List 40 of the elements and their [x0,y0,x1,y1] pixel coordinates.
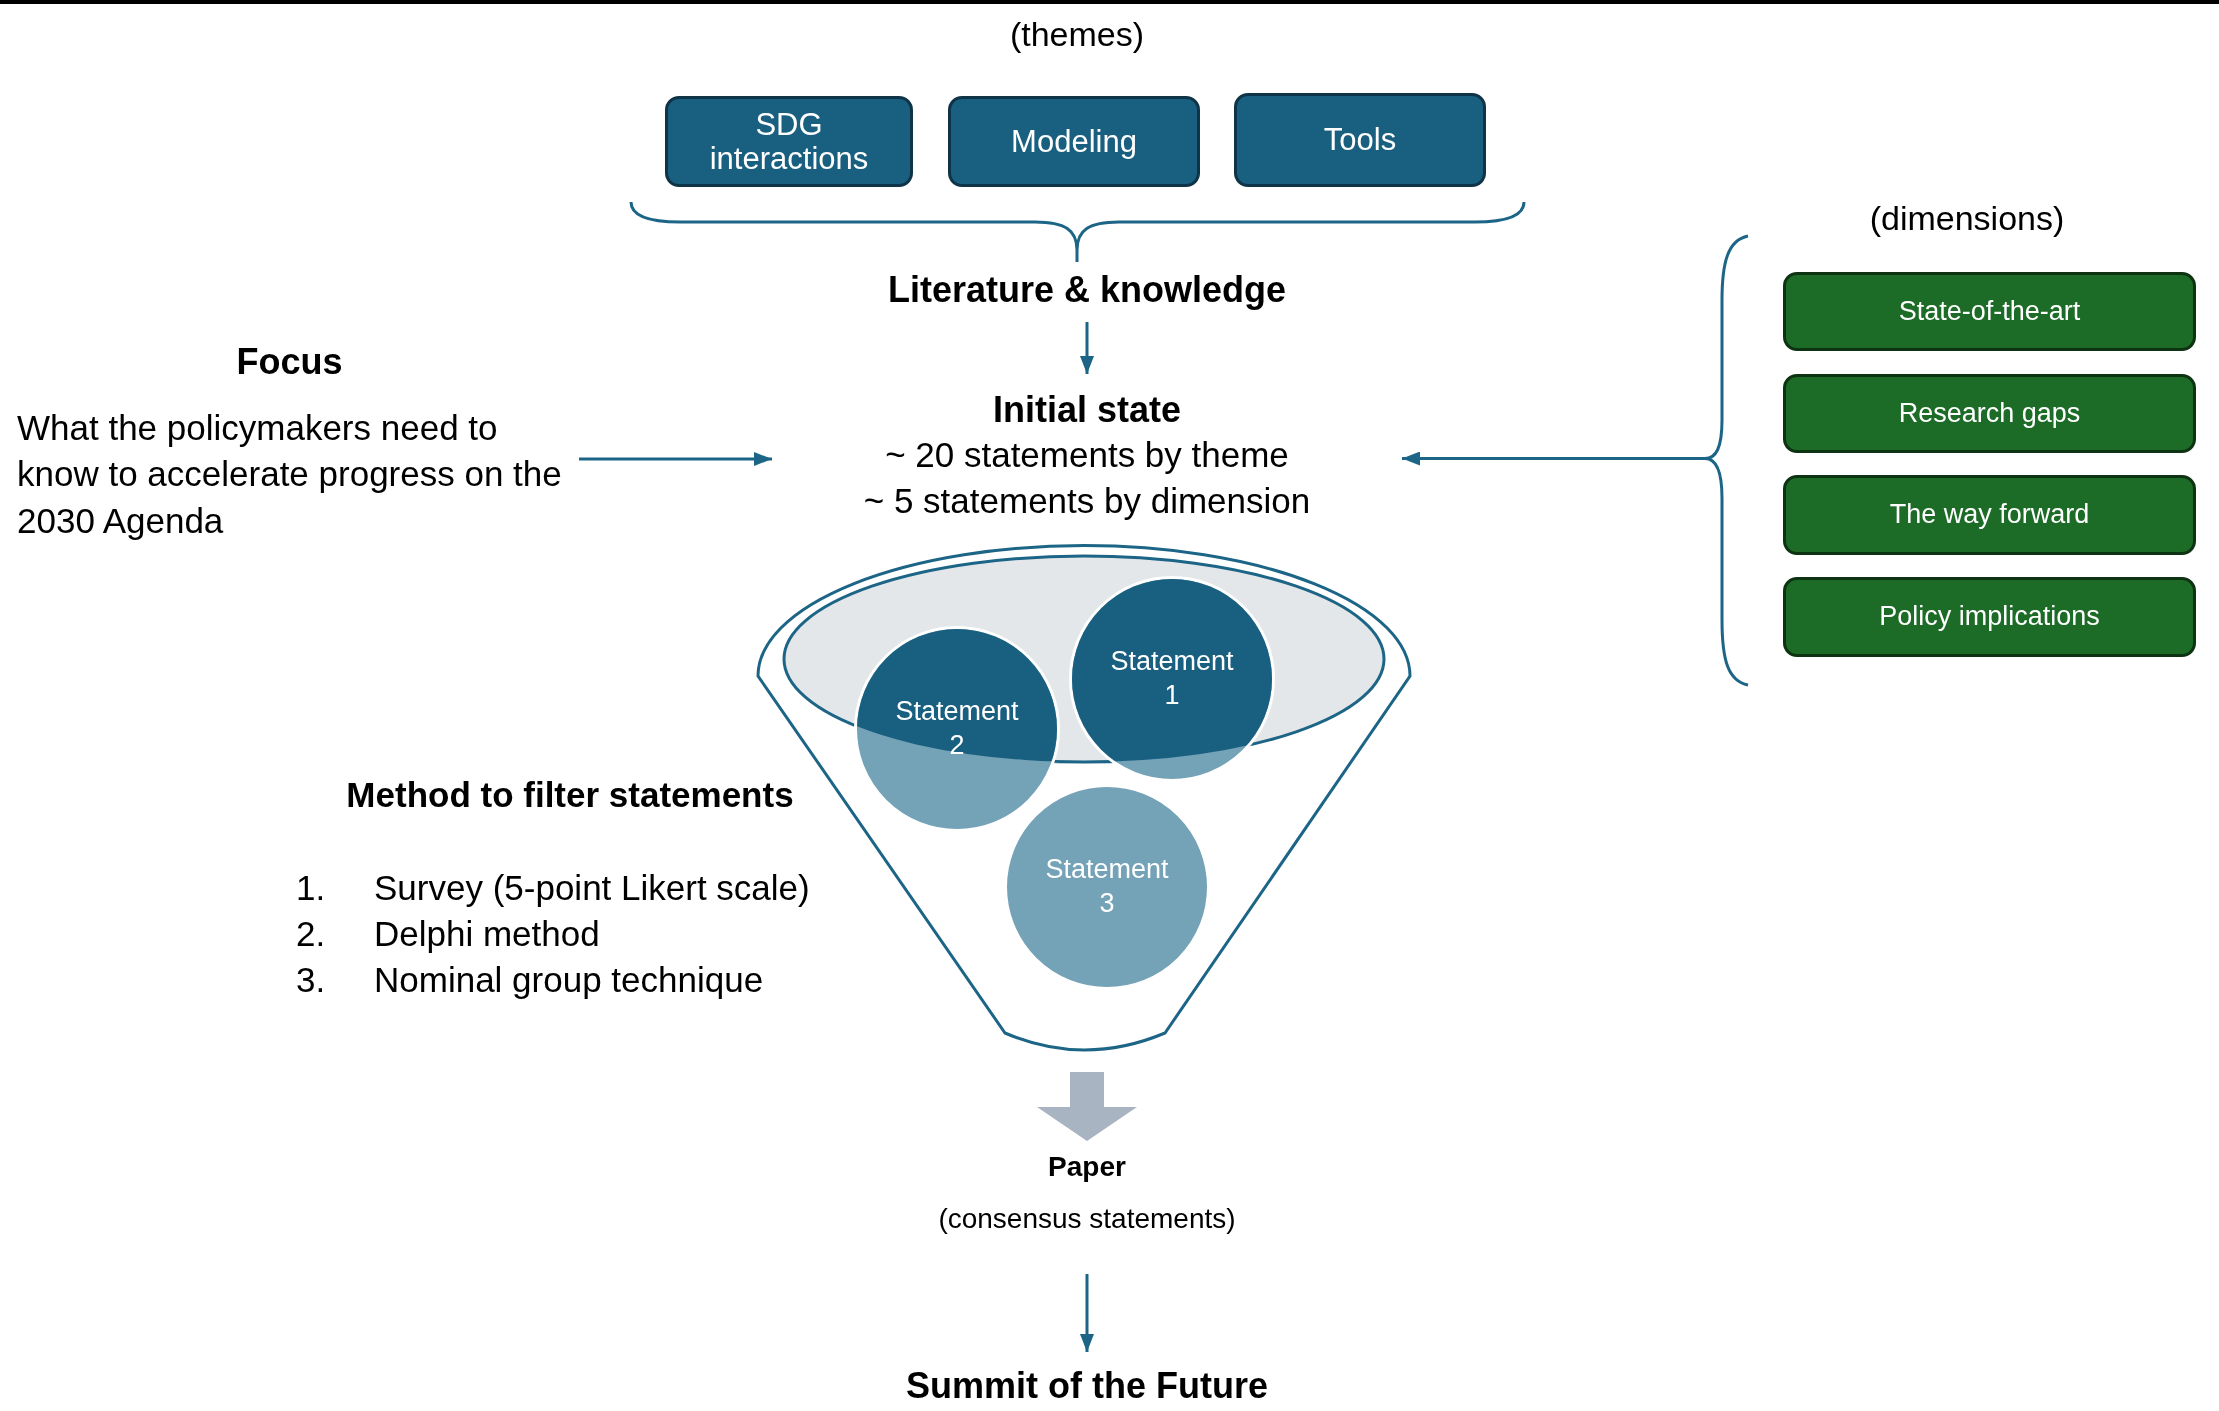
list-item: Survey (5-point Likert scale) [374,867,811,909]
box-label: Modeling [1011,124,1137,159]
group-caption: (dimensions) [1868,198,2066,239]
arrow [1402,451,1705,466]
box-label: The way forward [1889,500,2090,530]
body-text: ~ 20 statements by theme [885,433,1289,476]
section-heading: Focus [236,340,343,384]
block-arrow [1037,1072,1137,1141]
list-item: Nominal group technique [374,959,765,1001]
section-heading: Initial state [992,388,1182,432]
section-heading: Method to filter statements [345,774,795,816]
body-text: ~ 5 statements by dimension [863,480,1311,523]
subtitle: (consensus statements) [938,1201,1236,1236]
section-heading: Summit of the Future [906,1364,1268,1408]
heading: Paper [1048,1150,1126,1184]
arrow [1080,1274,1094,1352]
box-label: State-of-the-art [1898,296,2081,327]
dimension-box [1783,475,2196,555]
circle-label: Statement 1 [1109,645,1235,712]
list-number: 3. [296,959,327,1001]
section-heading: Literature & knowledge [887,268,1287,312]
box-label: Tools [1323,123,1397,157]
arrow [579,452,772,466]
list-item: Delphi method [374,913,601,955]
box-label: SDG interactions [708,108,870,175]
list-number: 2. [296,913,327,955]
dimension-box [1783,577,2196,657]
theme-box [948,96,1200,187]
theme-box [665,96,913,187]
arrow [1080,322,1094,374]
list-number: 1. [296,867,327,909]
dimension-box [1783,374,2196,453]
circle-label: Statement 3 [1044,853,1170,920]
dimension-box [1783,272,2196,351]
circle-label: Statement 2 [894,695,1020,762]
body-text: What the policymakers need to know to accelerate progress on the 2030 Agenda [17,407,562,542]
theme-box [1234,93,1486,187]
box-label: Policy implications [1879,602,2100,632]
box-label: Research gaps [1898,398,2081,429]
group-caption: (themes) [1008,14,1146,55]
